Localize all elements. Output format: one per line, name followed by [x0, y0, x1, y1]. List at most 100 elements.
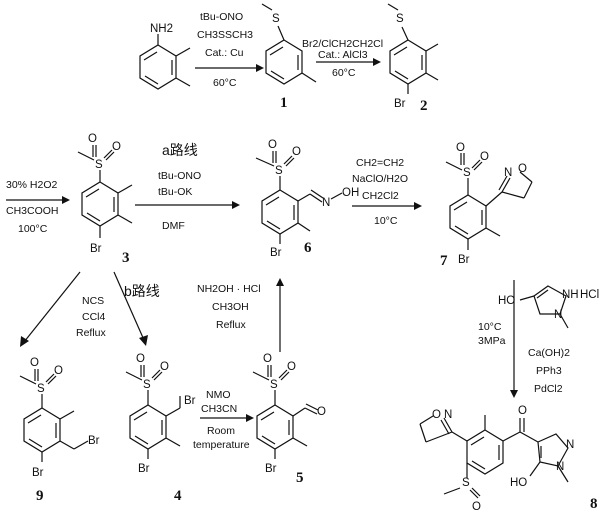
atom-s-9: S: [37, 383, 45, 395]
atom-br-5: Br: [265, 463, 277, 475]
arrowhead-step1: [256, 64, 264, 72]
atom-s-7: S: [463, 167, 471, 179]
structure-compound-8: O N S O O N N HO: [419, 405, 574, 513]
atom-o-4b: O: [160, 361, 169, 373]
arrowhead-step-isox: [414, 202, 422, 210]
arrowhead-ncs: [20, 336, 29, 347]
cond-step2-1: Br2/ClCH2CH2Cl: [302, 38, 383, 50]
compound-label-1: 1: [280, 95, 288, 111]
cond-step1-2: CH3SSCH3: [197, 29, 253, 41]
cond-step1-4: 60°C: [213, 77, 237, 89]
atom-ho-8: HO: [510, 477, 527, 489]
cond-nmo-3: Room: [207, 425, 235, 437]
cond-final-r1: Ca(OH)2: [528, 347, 570, 359]
atom-o-7a: O: [456, 142, 465, 154]
atom-s-1: S: [272, 13, 280, 25]
cond-oxime-1: NH2OH · HCl: [197, 283, 261, 295]
atom-s-3: S: [95, 159, 103, 171]
arrowhead-step2: [373, 58, 381, 66]
atom-n-7: N: [504, 167, 512, 179]
atom-br-4b: Br: [138, 463, 150, 475]
cond-final-l1: 10°C: [478, 321, 502, 333]
atom-o-7c: O: [518, 163, 527, 175]
atom-br-9a: Br: [88, 435, 100, 447]
atom-oh-6: OH: [342, 187, 359, 199]
cond-step1-3: Cat.: Cu: [205, 47, 244, 59]
cond-final-l2: 3MPa: [478, 335, 506, 347]
compound-label-5: 5: [296, 470, 304, 486]
structure-compound-1: S: [261, 3, 317, 85]
atom-o-6a: O: [268, 139, 277, 151]
compound-label-6: 6: [304, 240, 312, 256]
atom-nh-reagent: NH: [562, 289, 579, 301]
structure-compound-7: S O O N O Br: [445, 142, 533, 266]
atom-o-7b: O: [480, 151, 489, 163]
atom-o-5b: O: [287, 361, 296, 373]
cond-step1-1: tBu-ONO: [200, 11, 243, 23]
cond-nmo-1: NMO: [206, 389, 231, 401]
cond-ncs-2: CCl4: [82, 311, 105, 323]
atom-s-6: S: [275, 165, 283, 177]
atom-o-9a: O: [30, 357, 39, 369]
atom-n-8c: N: [556, 461, 564, 473]
arrowhead-route-b: [139, 335, 148, 346]
route-label-b: b路线: [124, 283, 160, 299]
atom-br-9b: Br: [32, 467, 44, 479]
cond-final-r3: PdCl2: [534, 383, 563, 395]
atom-o-3b: O: [112, 141, 121, 153]
cond-step2-3: 60°C: [332, 67, 356, 79]
arrow-route-b: [113, 271, 145, 341]
arrowhead-step3: [62, 196, 70, 204]
cond-nmo-4: temperature: [193, 439, 250, 451]
cond-isox-1: CH2=CH2: [356, 157, 404, 169]
compound-label-9: 9: [36, 488, 44, 504]
atom-n-reagent: N: [554, 309, 562, 321]
atom-br-6: Br: [270, 247, 282, 259]
atom-s-2: S: [396, 13, 404, 25]
compound-label-3: 3: [122, 250, 130, 266]
atom-o-8a: O: [432, 409, 441, 421]
atom-nh2: NH2: [150, 23, 173, 35]
cond-isox-2: NaClO/H2O: [352, 173, 408, 185]
atom-o-4a: O: [136, 353, 145, 365]
cond-a-3: DMF: [162, 220, 185, 232]
atom-n-8a: N: [444, 409, 452, 421]
atom-ho-reagent: HO: [498, 295, 515, 307]
cond-step3-3: 100°C: [18, 223, 48, 235]
atom-o-5c: O: [317, 406, 326, 418]
atom-br-4a: Br: [184, 395, 196, 407]
atom-o-6b: O: [292, 146, 301, 158]
structure-compound-2: S Br: [387, 3, 439, 110]
arrow-ncs: [23, 271, 81, 343]
atom-br-7: Br: [458, 254, 470, 266]
atom-o-8b: O: [472, 501, 481, 513]
cond-a-1: tBu-ONO: [158, 170, 201, 182]
arrowhead-route-a: [232, 201, 240, 209]
atom-n-8b: N: [566, 439, 574, 451]
atom-hcl-reagent: HCl: [580, 289, 599, 301]
atom-s-5: S: [270, 379, 278, 391]
cond-oxime-3: Reflux: [216, 319, 247, 331]
compound-label-4: 4: [174, 488, 182, 504]
arrowhead-nmo: [246, 414, 254, 422]
cond-a-2: tBu-OK: [158, 186, 192, 198]
structure-compound-3: S O O Br: [77, 133, 133, 255]
atom-br-3: Br: [90, 243, 102, 255]
atom-s-8: S: [462, 477, 470, 489]
route-label-a: a路线: [162, 142, 198, 158]
cond-step3-1: 30% H2O2: [6, 179, 58, 191]
arrowhead-final: [510, 390, 518, 398]
atom-o-8c: O: [518, 405, 527, 417]
cond-oxime-2: CH3OH: [212, 301, 249, 313]
atom-n-6: N: [322, 197, 330, 209]
atom-br-2: Br: [394, 98, 406, 110]
arrowhead-oxime: [276, 278, 284, 286]
atom-o-5a: O: [263, 353, 272, 365]
cond-nmo-2: CH3CN: [201, 403, 237, 415]
structure-compound-5: S O O O Br: [252, 353, 326, 475]
cond-final-r2: PPh3: [536, 365, 562, 377]
cond-step2-2: Cat.: AlCl3: [318, 49, 368, 61]
cond-ncs-1: NCS: [82, 295, 104, 307]
atom-o-3a: O: [88, 133, 97, 145]
